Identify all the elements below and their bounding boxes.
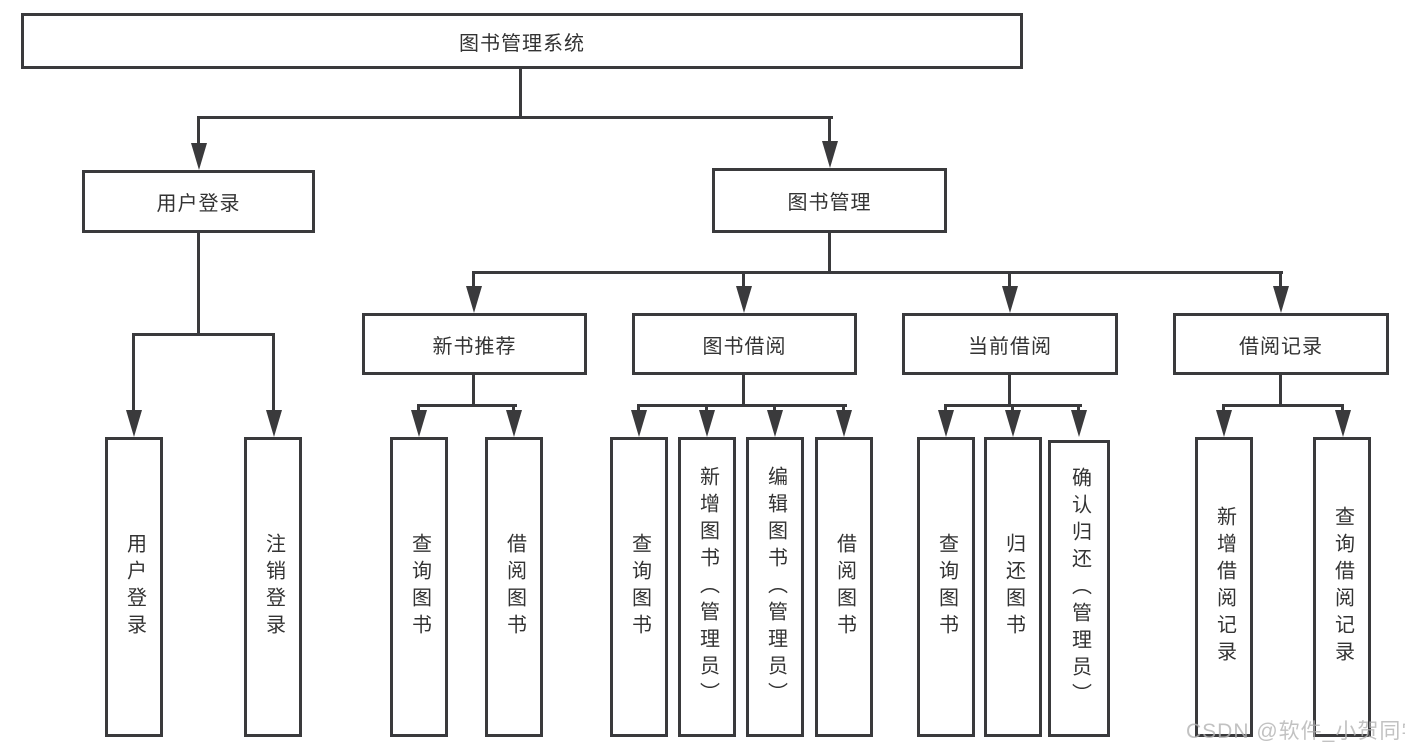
arrow-down-icon: [191, 143, 207, 170]
connector-line: [417, 404, 517, 407]
connector-line: [132, 333, 135, 411]
connector-line: [637, 404, 640, 414]
connector-line: [637, 404, 847, 407]
leaf-add-borrow-record-label: 新增借阅记录: [1213, 506, 1236, 668]
connector-line: [1279, 375, 1282, 407]
arrow-down-icon: [938, 410, 954, 437]
connector-line: [197, 116, 200, 145]
leaf-add-books-admin: 新增图书（管理员）: [678, 437, 736, 737]
connector-line: [1222, 404, 1344, 407]
leaf-query-borrow-record: 查询借阅记录: [1313, 437, 1371, 737]
arrow-down-icon: [822, 141, 838, 168]
leaf-query-books-borrow: 查询图书: [610, 437, 668, 737]
node-book-borrow: 图书借阅: [632, 313, 857, 375]
node-root: 图书管理系统: [21, 13, 1023, 69]
arrow-down-icon: [1005, 410, 1021, 437]
leaf-user-login: 用户登录: [105, 437, 163, 737]
connector-line: [742, 375, 745, 407]
connector-line: [1222, 404, 1225, 414]
leaf-query-books-recommend-label: 查询图书: [408, 533, 431, 641]
connector-line: [944, 404, 947, 414]
leaf-query-borrow-record-label: 查询借阅记录: [1331, 506, 1354, 668]
leaf-add-borrow-record: 新增借阅记录: [1195, 437, 1253, 737]
node-new-book-recommend-label: 新书推荐: [432, 335, 517, 358]
leaf-logout-label: 注销登录: [262, 533, 285, 641]
leaf-add-books-admin-label: 新增图书（管理员）: [696, 465, 719, 709]
connector-line: [197, 233, 200, 335]
node-borrow-records: 借阅记录: [1173, 313, 1389, 375]
leaf-borrow-books: 借阅图书: [815, 437, 873, 737]
node-user-login-label: 用户登录: [156, 193, 241, 215]
connector-line: [705, 404, 708, 414]
node-current-borrow: 当前借阅: [902, 313, 1118, 375]
arrow-down-icon: [126, 410, 142, 437]
connector-line: [742, 271, 745, 289]
connector-line: [272, 333, 275, 411]
connector-line: [773, 404, 776, 414]
leaf-edit-books-admin: 编辑图书（管理员）: [746, 437, 804, 737]
arrow-down-icon: [699, 410, 715, 437]
node-new-book-recommend: 新书推荐: [362, 313, 587, 375]
connector-line: [519, 69, 522, 118]
leaf-query-books-current-label: 查询图书: [935, 533, 958, 641]
arrow-down-icon: [266, 410, 282, 437]
node-user-login: 用户登录: [82, 170, 315, 233]
leaf-logout: 注销登录: [244, 437, 302, 737]
node-book-borrow-label: 图书借阅: [702, 335, 787, 358]
arrow-down-icon: [1216, 410, 1232, 437]
connector-line: [417, 404, 420, 414]
connector-line: [1077, 404, 1080, 414]
leaf-borrow-books-recommend-label: 借阅图书: [503, 533, 526, 641]
arrow-down-icon: [411, 410, 427, 437]
arrow-down-icon: [1002, 286, 1018, 313]
node-root-label: 图书管理系统: [459, 32, 585, 55]
watermark-text: CSDN @软件_小贺同学: [1186, 720, 1405, 743]
connector-line: [1279, 271, 1282, 289]
connector-line: [1341, 404, 1344, 414]
leaf-return-books: 归还图书: [984, 437, 1042, 737]
node-book-management-label: 图书管理: [787, 192, 872, 214]
leaf-borrow-books-recommend: 借阅图书: [485, 437, 543, 737]
connector-line: [842, 404, 845, 414]
arrow-down-icon: [1071, 410, 1087, 437]
connector-line: [132, 333, 275, 336]
arrow-down-icon: [767, 410, 783, 437]
connector-line: [472, 375, 475, 407]
connector-line: [1008, 271, 1011, 289]
leaf-edit-books-admin-label: 编辑图书（管理员）: [764, 465, 787, 709]
connector-line: [1008, 375, 1011, 407]
leaf-confirm-return-admin: 确认归还（管理员）: [1048, 440, 1110, 737]
arrow-down-icon: [1335, 410, 1351, 437]
arrow-down-icon: [736, 286, 752, 313]
node-book-management: 图书管理: [712, 168, 947, 233]
leaf-confirm-return-admin-label: 确认归还（管理员）: [1068, 467, 1091, 710]
arrow-down-icon: [631, 410, 647, 437]
leaf-borrow-books-label: 借阅图书: [833, 533, 856, 641]
connector-line: [472, 271, 1283, 274]
node-current-borrow-label: 当前借阅: [968, 335, 1052, 358]
arrow-down-icon: [466, 286, 482, 313]
arrow-down-icon: [836, 410, 852, 437]
connector-line: [828, 233, 831, 274]
connector-line: [828, 116, 831, 143]
node-borrow-records-label: 借阅记录: [1239, 335, 1323, 358]
connector-line: [1011, 404, 1014, 414]
connector-line: [472, 271, 475, 289]
arrow-down-icon: [506, 410, 522, 437]
leaf-query-books-borrow-label: 查询图书: [628, 533, 651, 641]
leaf-return-books-label: 归还图书: [1002, 533, 1025, 641]
arrow-down-icon: [1273, 286, 1289, 313]
connector-line: [512, 404, 515, 414]
leaf-query-books-current: 查询图书: [917, 437, 975, 737]
leaf-user-login-label: 用户登录: [123, 533, 146, 641]
connector-line: [197, 116, 833, 119]
leaf-query-books-recommend: 查询图书: [390, 437, 448, 737]
